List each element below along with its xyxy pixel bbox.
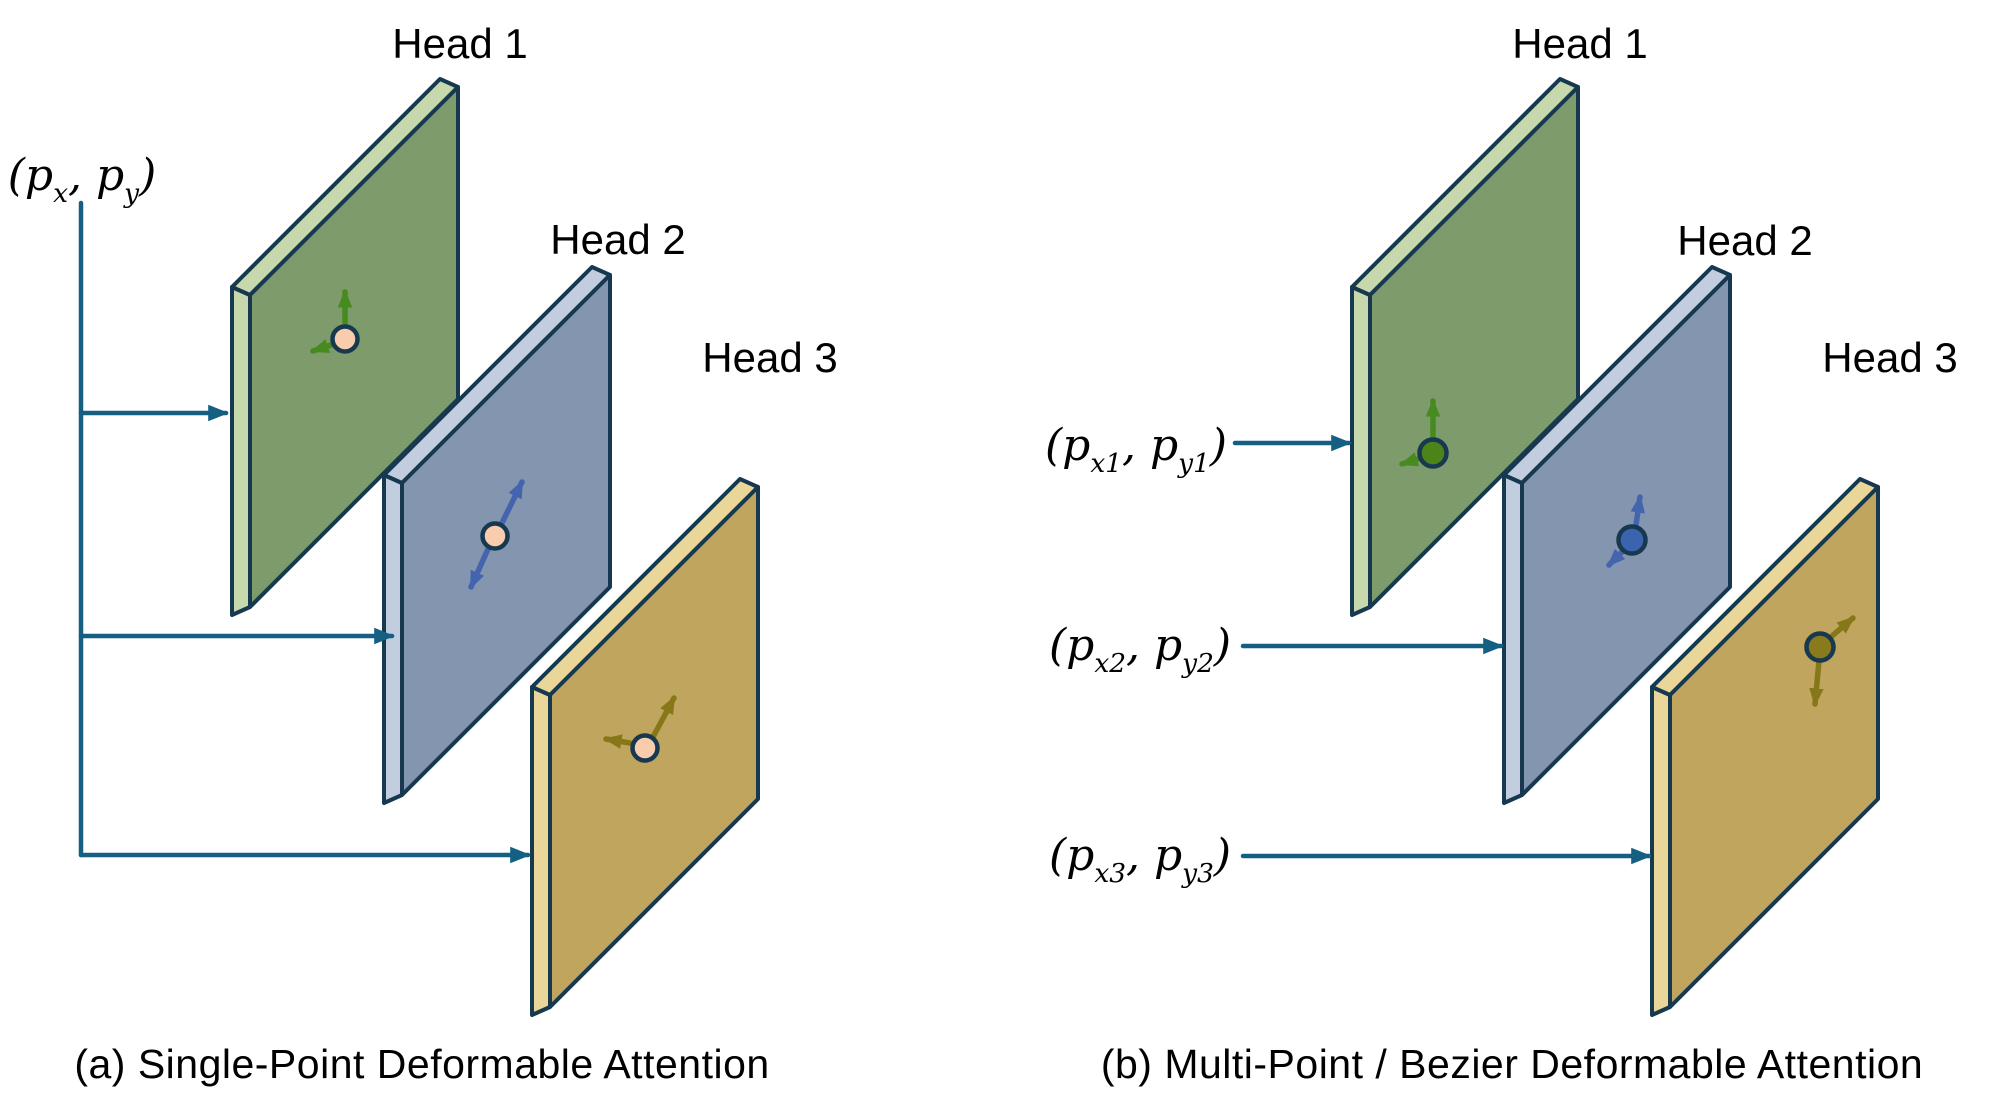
- math-text: p: [24, 150, 54, 201]
- panel-b-head2-sampling: [1606, 494, 1648, 568]
- sampling-point: [330, 324, 360, 354]
- math-subscript: y3: [1182, 857, 1214, 889]
- panel-b-head2-label: Head 2: [1677, 217, 1813, 264]
- panel-b-head3-plane: [1650, 477, 1880, 1017]
- math-subscript: x1: [1090, 447, 1122, 479]
- panel-b-query-coords-label-2: (px2, py2): [1048, 618, 1232, 677]
- plane-left-edge: [1650, 685, 1672, 1017]
- control-point: [1417, 437, 1449, 469]
- offset-arrow-left: [603, 734, 633, 749]
- offset-arrow-down-left: [468, 546, 491, 590]
- panel-b-query-coords-label-3: (px3, py3): [1048, 828, 1232, 887]
- math-text: ,: [67, 150, 96, 201]
- plane-left-edge: [230, 285, 252, 617]
- panel-a-head3-sampling: [603, 695, 677, 763]
- panel-b-head1-label: Head 1: [1512, 20, 1648, 67]
- panel-a-caption: (a) Single-Point Deformable Attention: [74, 1041, 770, 1087]
- plane-left-edge: [382, 473, 404, 805]
- panel-b-caption: (b) Multi-Point / Bezier Deformable Atte…: [1100, 1041, 1924, 1087]
- panel-b-head3-sampling: [1804, 615, 1856, 707]
- panel-b-head1-sampling: [1399, 398, 1449, 469]
- math-subscript: y: [124, 177, 140, 209]
- math-text: ,: [1126, 830, 1154, 881]
- panel-a-head3-label: Head 3: [702, 334, 838, 381]
- math-subscript: y2: [1182, 647, 1214, 679]
- panel-b-head3-label: Head 3: [1822, 334, 1958, 381]
- sampling-point: [630, 733, 660, 763]
- offset-arrow-left: [1399, 452, 1421, 467]
- math-text: ,: [1122, 420, 1150, 471]
- math-text: p: [1066, 830, 1095, 881]
- math-text: (: [7, 150, 25, 201]
- panel-a-head1-label: Head 1: [392, 20, 528, 67]
- panel-a-query-coords-label: (px, py): [7, 148, 157, 207]
- math-text: p: [1149, 420, 1179, 471]
- math-subscript: x: [53, 177, 68, 209]
- math-text: p: [1153, 620, 1183, 671]
- math-subscript: x2: [1094, 647, 1126, 679]
- plane-left-edge: [1502, 473, 1524, 805]
- panel-a-query-connector: [78, 200, 531, 864]
- offset-arrow-down: [1809, 658, 1824, 707]
- math-text: ): [1213, 620, 1232, 671]
- panel-a-head1-sampling: [310, 289, 360, 354]
- math-subscript: x3: [1094, 857, 1126, 889]
- offset-arrow-down-left: [1606, 548, 1626, 568]
- sampling-point: [480, 521, 510, 551]
- plane-left-edge: [530, 685, 552, 1017]
- panel-b-query-connectors: [1232, 434, 1652, 865]
- offset-arrow-up-right: [650, 695, 677, 740]
- control-point: [1616, 524, 1648, 556]
- math-text: ): [1209, 420, 1228, 471]
- control-point: [1804, 631, 1836, 663]
- offset-arrow-left: [310, 339, 334, 354]
- math-text: ,: [1126, 620, 1154, 671]
- math-text: p: [1066, 620, 1095, 671]
- math-text: p: [1062, 420, 1091, 471]
- panel-a-head2-sampling: [468, 479, 525, 590]
- plane-left-edge: [1350, 285, 1372, 617]
- plane-face: [1668, 485, 1880, 1009]
- math-text: p: [95, 150, 125, 201]
- offset-arrow-up-right: [499, 479, 525, 526]
- offset-arrow-up: [1630, 494, 1645, 528]
- math-text: p: [1153, 830, 1183, 881]
- math-text: (: [1048, 830, 1067, 881]
- math-text: ): [139, 150, 157, 201]
- math-text: ): [1213, 830, 1232, 881]
- math-subscript: y1: [1178, 447, 1210, 479]
- panel-a-head2-label: Head 2: [550, 216, 686, 263]
- math-text: (: [1048, 620, 1067, 671]
- panel-b-query-coords-label-1: (px1, py1): [1044, 418, 1228, 477]
- math-text: (: [1044, 420, 1063, 471]
- offset-arrow-up-right: [1829, 615, 1856, 639]
